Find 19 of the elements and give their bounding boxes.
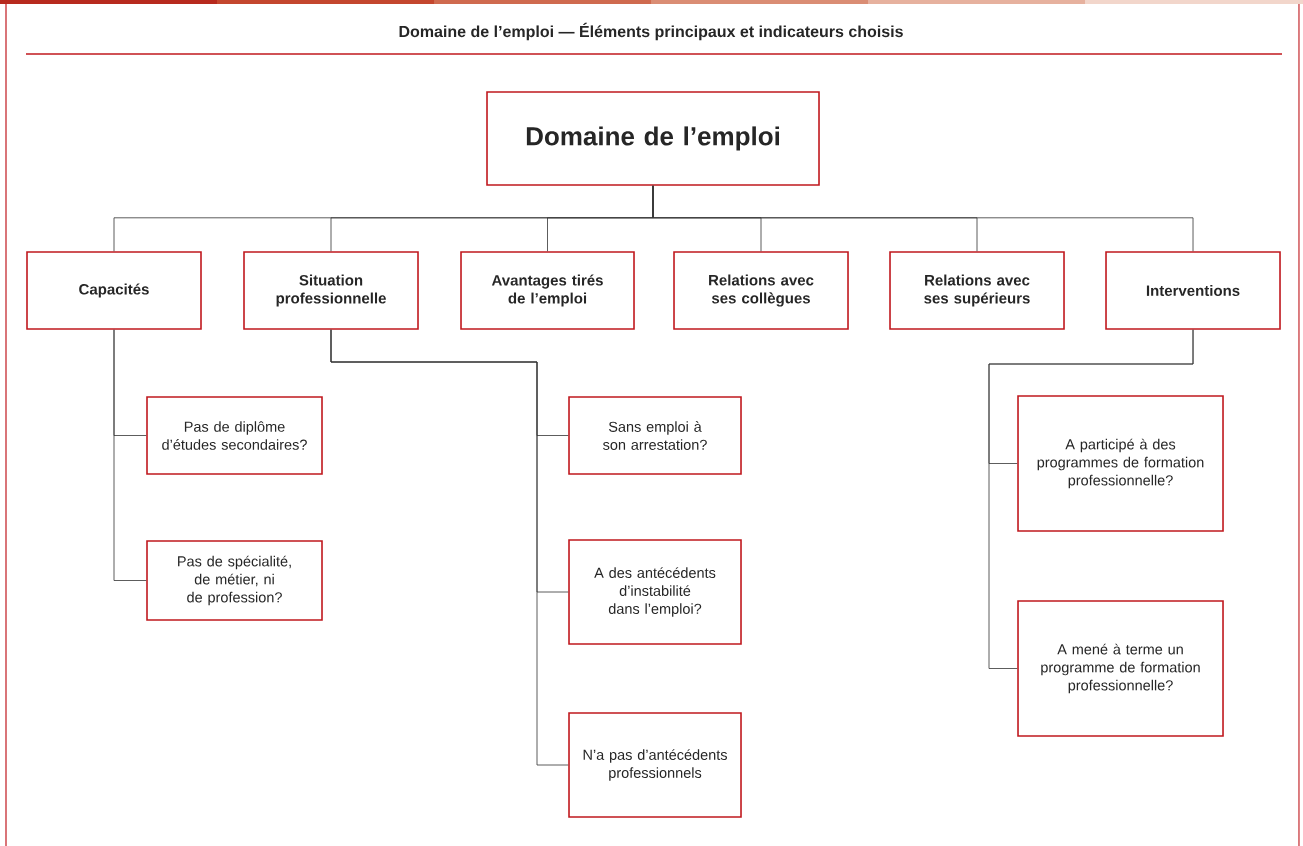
connector-line — [113, 329, 147, 581]
connector-line — [652, 185, 1194, 252]
category-box: Capacités — [26, 251, 202, 330]
category-box: Situation professionnelle — [243, 251, 419, 330]
category-box: Relations avec ses supérieurs — [889, 251, 1065, 330]
category-box: Interventions — [1105, 251, 1281, 330]
category-box: Avantages tirés de l’emploi — [460, 251, 635, 330]
category-box: Relations avec ses collègues — [673, 251, 849, 330]
domain-box: Domaine de l’emploi — [486, 91, 820, 186]
indicator-box: A mené à terme un programme de formation professionnelle? — [1017, 600, 1224, 737]
title: Domaine de l’emploi — Éléments principaux et indicateurs choisis — [399, 22, 903, 41]
indicator-box: N’a pas d’antécédents professionnels — [568, 712, 742, 818]
indicator-box: Sans emploi à son arrestation? — [568, 396, 742, 475]
indicator-box: Pas de diplôme d’études secondaires? — [146, 396, 323, 475]
connector-line — [988, 329, 1194, 669]
connector-line — [330, 329, 569, 766]
indicator-box: A des antécédents d’instabilité dans l’emploi? — [568, 539, 742, 645]
indicator-box: Pas de spécialité, de métier, ni de profession? — [146, 540, 323, 621]
indicator-box: A participé à des programmes de formation professionnelle? — [1017, 395, 1224, 532]
